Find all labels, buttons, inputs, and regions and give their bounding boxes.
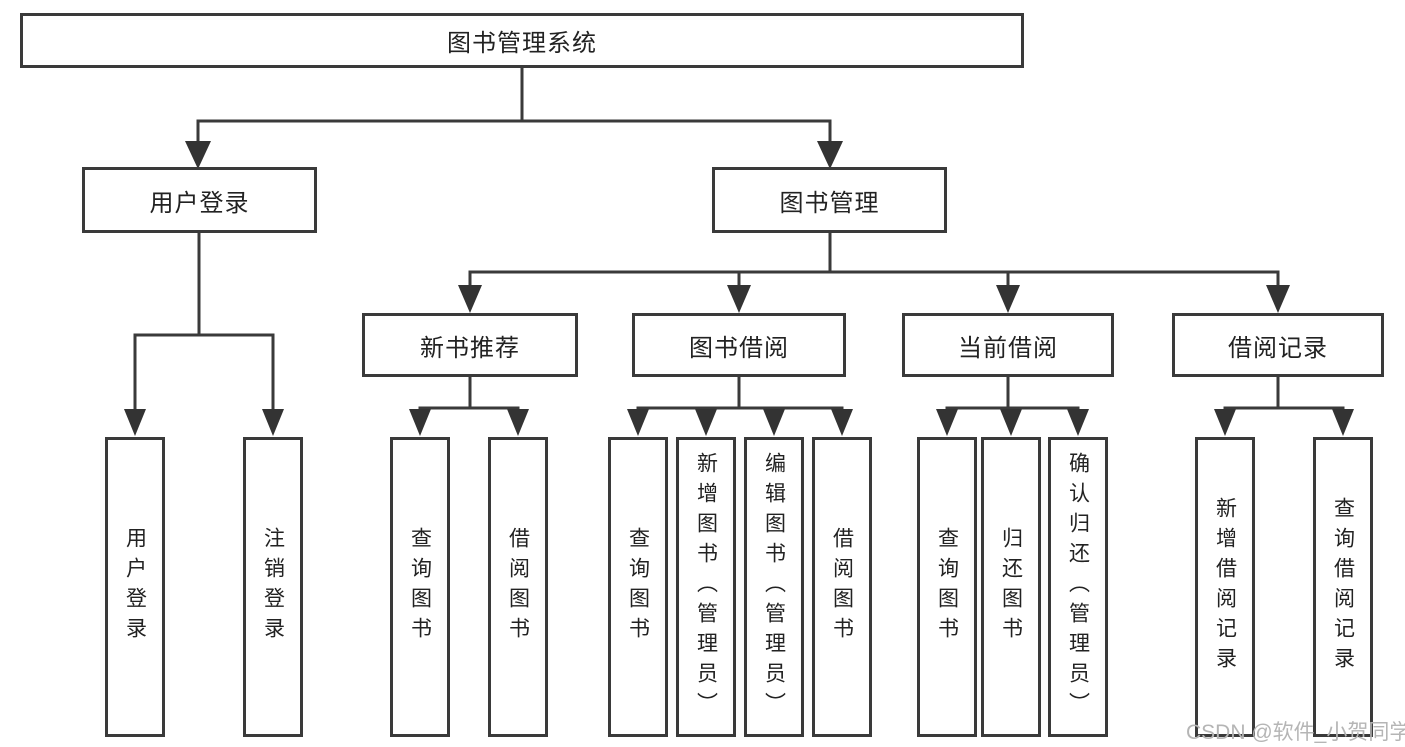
leaf-edit-book-admin: 编辑图书（管理员） [744,437,804,737]
node-book-management: 图书管理 [712,167,947,233]
leaf-user-login: 用户登录 [105,437,165,737]
leaf-query-books-current: 查询图书 [917,437,977,737]
node-label: 图书借阅 [689,334,789,362]
leaf-label: 确认归还（管理员） [1066,452,1090,722]
node-label: 当前借阅 [958,334,1058,362]
leaf-add-book-admin: 新增图书（管理员） [676,437,736,737]
leaf-query-books-recommend: 查询图书 [390,437,450,737]
leaf-borrow-books-recommend: 借阅图书 [488,437,548,737]
leaf-label: 用户登录 [123,527,147,647]
leaf-label: 新增图书（管理员） [694,452,718,722]
leaf-label: 编辑图书（管理员） [762,452,786,722]
leaf-label: 查询图书 [626,527,650,647]
leaf-confirm-return-admin: 确认归还（管理员） [1048,437,1108,737]
node-current-borrowing: 当前借阅 [902,313,1114,377]
leaf-logout: 注销登录 [243,437,303,737]
leaf-label: 查询图书 [935,527,959,647]
node-label: 图书管理 [779,189,880,217]
leaf-label: 归还图书 [999,527,1023,647]
node-user-login: 用户登录 [82,167,317,233]
leaf-return-books: 归还图书 [981,437,1041,737]
leaf-label: 查询图书 [408,527,432,647]
node-new-book-recommend: 新书推荐 [362,313,578,377]
node-label: 新书推荐 [420,334,520,362]
node-book-borrowing: 图书借阅 [632,313,846,377]
leaf-query-books-borrowing: 查询图书 [608,437,668,737]
leaf-label: 查询借阅记录 [1331,497,1355,677]
node-borrowing-records: 借阅记录 [1172,313,1384,377]
node-library-management-system: 图书管理系统 [20,13,1024,68]
leaf-label: 借阅图书 [506,527,530,647]
csdn-watermark: CSDN @软件_小贺同学 [1186,721,1405,744]
leaf-add-borrow-record: 新增借阅记录 [1195,437,1255,737]
node-label: 图书管理系统 [447,30,597,57]
leaf-label: 借阅图书 [830,527,854,647]
node-label: 用户登录 [149,189,250,217]
node-label: 借阅记录 [1228,334,1328,362]
leaf-label: 注销登录 [261,527,285,647]
leaf-label: 新增借阅记录 [1213,497,1237,677]
leaf-borrow-books: 借阅图书 [812,437,872,737]
leaf-query-borrow-record: 查询借阅记录 [1313,437,1373,737]
